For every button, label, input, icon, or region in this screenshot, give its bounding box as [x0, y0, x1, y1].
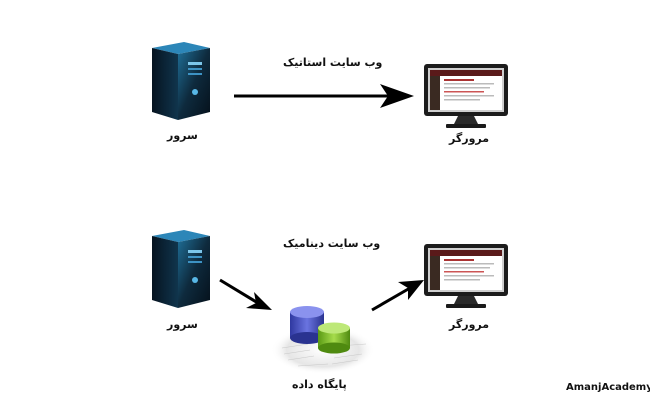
- server-icon: [150, 230, 212, 308]
- dynamic-website-caption: وب سایت دینامیک: [283, 237, 381, 250]
- static-website-caption: وب سایت استاتیک: [283, 56, 383, 69]
- browser-monitor-icon: [424, 64, 508, 130]
- database-icon: [268, 298, 378, 378]
- arrow-up-right-icon: [370, 276, 426, 314]
- watermark: AmanjAcademy: [566, 382, 650, 393]
- server-icon: [150, 42, 212, 120]
- database-label: پایگاه داده: [292, 378, 347, 391]
- browser-label: مرورگر: [449, 132, 490, 145]
- arrow-right-icon: [234, 82, 416, 110]
- browser-label: مرورگر: [449, 318, 490, 331]
- server-label: سرور: [167, 318, 198, 331]
- server-label: سرور: [167, 129, 198, 142]
- arrow-down-right-icon: [218, 276, 274, 314]
- browser-monitor-icon: [424, 244, 508, 310]
